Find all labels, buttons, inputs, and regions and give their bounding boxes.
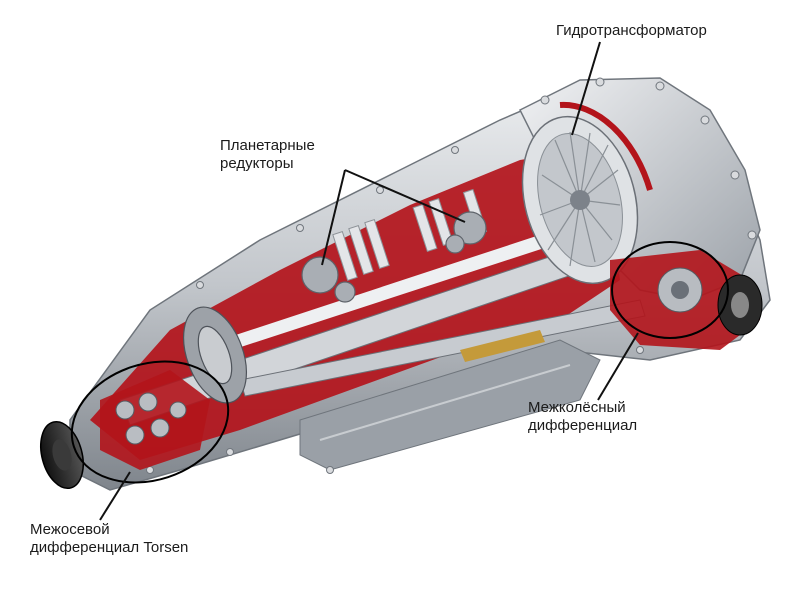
torque-converter-label: Гидротрансформатор bbox=[556, 22, 707, 40]
torque-converter-leader bbox=[571, 41, 601, 136]
center-diff-label-line2: дифференциал Torsen bbox=[30, 539, 189, 556]
rear-differential-label: Межколёсный дифференциал bbox=[528, 399, 637, 435]
rear-diff-label-line2: дифференциал bbox=[528, 417, 638, 434]
planetary-label-line2: редукторы bbox=[220, 155, 294, 172]
torque-converter-label-text: Гидротрансформатор bbox=[556, 22, 707, 39]
center-diff-label-line1: Межосевой bbox=[30, 521, 110, 538]
torque-converter-illustration bbox=[521, 101, 653, 285]
callout-circles bbox=[70, 241, 729, 484]
planetary-gears-label: Планетарные редукторы bbox=[220, 137, 315, 173]
center-diff-leader bbox=[99, 471, 131, 521]
rear-diff-leader bbox=[597, 332, 639, 401]
planetary-label-line1: Планетарные bbox=[220, 137, 315, 154]
rear-diff-callout-circle bbox=[611, 241, 729, 339]
planetary-leader-2 bbox=[344, 169, 466, 223]
planetary-leader-1 bbox=[321, 169, 346, 266]
center-diff-callout-circle bbox=[70, 360, 230, 484]
cutaway-interior bbox=[90, 150, 646, 460]
rear-diff-label-line1: Межколёсный bbox=[528, 399, 626, 416]
leader-lines bbox=[99, 41, 639, 521]
center-differential-label: Межосевой дифференциал Torsen bbox=[30, 521, 188, 557]
